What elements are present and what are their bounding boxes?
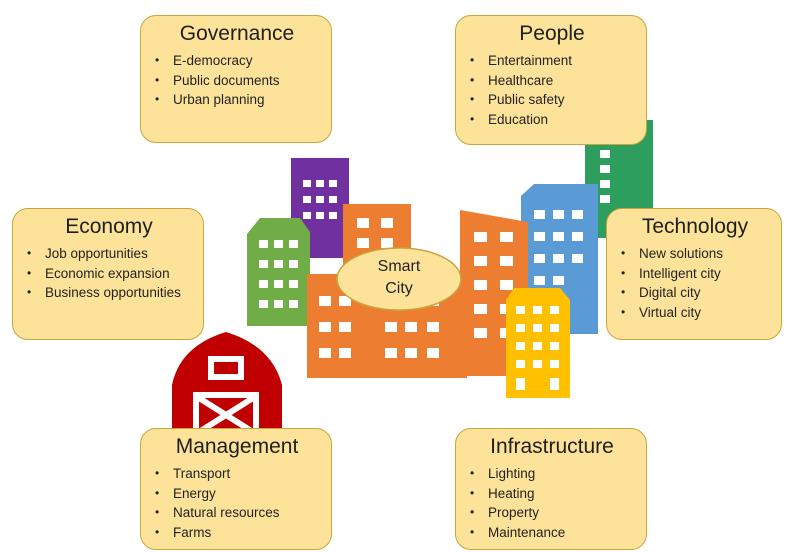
technology-card: Technology New solutions Intelligent cit… [606, 208, 782, 340]
list-item: Heating [470, 484, 634, 504]
people-title: People [519, 22, 585, 45]
yellow-building [506, 288, 570, 398]
infrastructure-card: Infrastructure Lighting Heating Property… [455, 428, 647, 550]
list-item: Job opportunities [27, 244, 191, 264]
infrastructure-list: Lighting Heating Property Maintenance [470, 464, 634, 542]
list-item: Economic expansion [27, 264, 191, 284]
list-item: Business opportunities [27, 283, 191, 303]
economy-card: Economy Job opportunities Economic expan… [12, 208, 204, 340]
list-item: Entertainment [470, 51, 634, 71]
barn [172, 332, 282, 435]
list-item: Lighting [470, 464, 634, 484]
economy-list: Job opportunities Economic expansion Bus… [27, 244, 191, 303]
list-item: Transport [155, 464, 319, 484]
list-item: Public safety [470, 90, 634, 110]
list-item: Farms [155, 523, 319, 543]
governance-title: Governance [179, 22, 295, 45]
technology-title: Technology [641, 215, 749, 238]
green-building [247, 218, 310, 326]
people-list: Entertainment Healthcare Public safety E… [470, 51, 634, 129]
list-item: Education [470, 110, 634, 130]
list-item: Urban planning [155, 90, 319, 110]
people-card: People Entertainment Healthcare Public s… [455, 15, 647, 145]
list-item: Property [470, 503, 634, 523]
infrastructure-title: Infrastructure [490, 435, 614, 458]
management-title: Management [175, 435, 299, 458]
list-item: Natural resources [155, 503, 319, 523]
list-item: E-democracy [155, 51, 319, 71]
governance-card: Governance E-democracy Public documents … [140, 15, 332, 143]
list-item: Maintenance [470, 523, 634, 543]
list-item: New solutions [621, 244, 769, 264]
economy-title: Economy [65, 215, 153, 238]
governance-list: E-democracy Public documents Urban plann… [155, 51, 319, 110]
list-item: Energy [155, 484, 319, 504]
management-card: Management Transport Energy Natural reso… [140, 428, 332, 550]
list-item: Public documents [155, 71, 319, 91]
list-item: Digital city [621, 283, 769, 303]
list-item: Healthcare [470, 71, 634, 91]
management-list: Transport Energy Natural resources Farms [155, 464, 319, 542]
technology-list: New solutions Intelligent city Digital c… [621, 244, 769, 322]
list-item: Intelligent city [621, 264, 769, 284]
list-item: Virtual city [621, 303, 769, 323]
smart-city-hub [336, 247, 462, 311]
